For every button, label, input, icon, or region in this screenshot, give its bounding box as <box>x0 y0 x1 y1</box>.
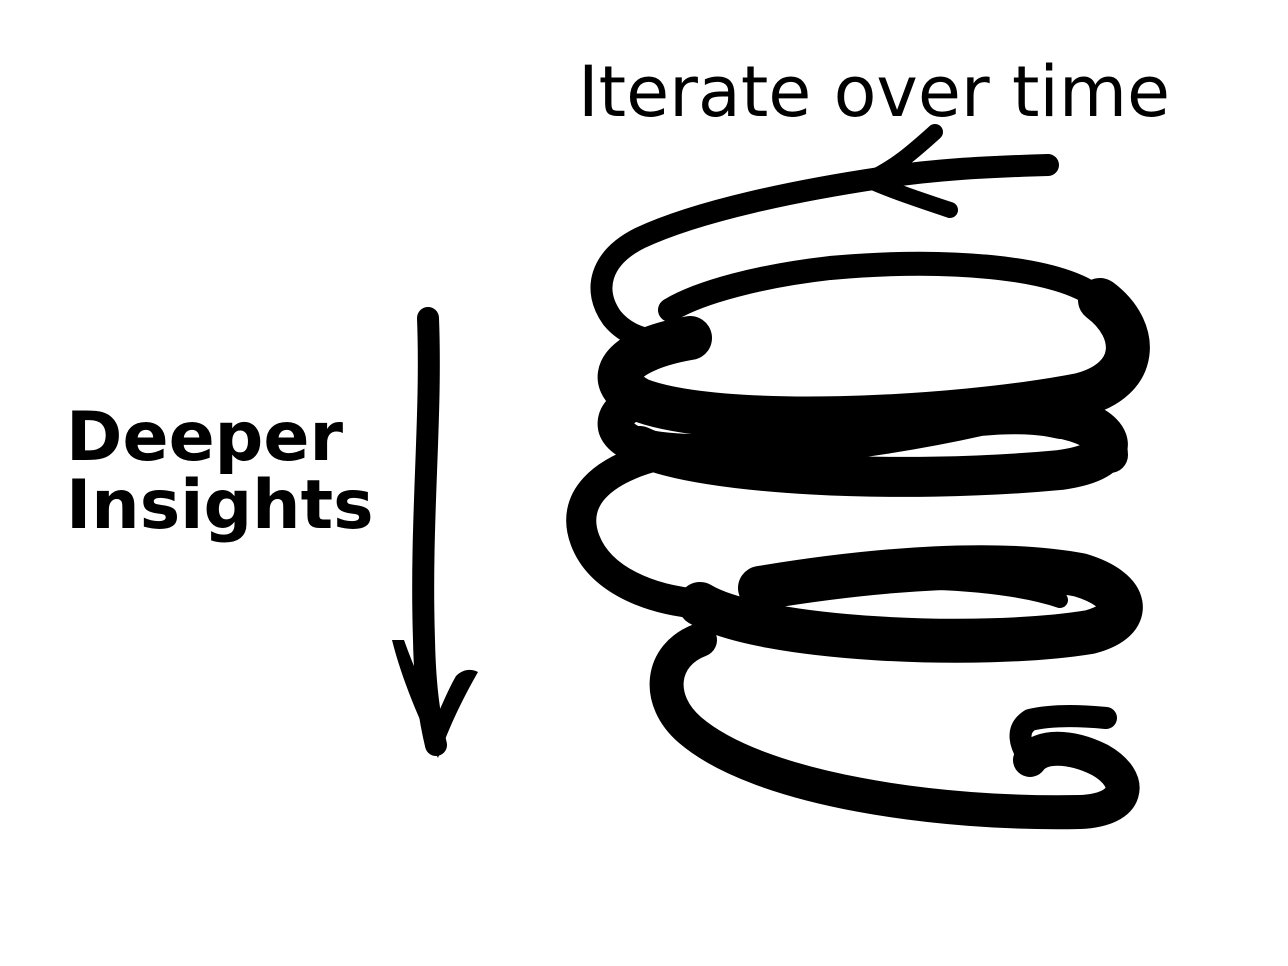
arrow-down-shaft <box>412 307 447 756</box>
deeper-insights-line-1: Deeper <box>66 398 344 477</box>
spiral-top-tail <box>590 154 1059 352</box>
spiral-loop-1-back <box>658 251 1112 322</box>
spiral-loop-3-left <box>566 440 715 619</box>
spiral-bottom-tail <box>1009 705 1117 771</box>
deeper-insights-label: Deeper Insights <box>66 404 374 540</box>
deeper-insights-line-2: Insights <box>66 466 374 545</box>
spiral-loop-3-front <box>678 545 1143 663</box>
spiral-loop-4 <box>649 623 1140 830</box>
spiral-loop-3-back <box>752 572 1068 608</box>
spiral-coil-icon <box>566 124 1150 830</box>
arrow-down-icon <box>392 307 478 758</box>
iterate-over-time-label: Iterate over time <box>578 51 1171 133</box>
arrow-down-head <box>392 640 478 758</box>
spiral-top-arrowhead <box>860 124 958 218</box>
spiral-loop-2-inner <box>751 410 1069 447</box>
spiral-loop-2-front <box>620 400 1128 497</box>
